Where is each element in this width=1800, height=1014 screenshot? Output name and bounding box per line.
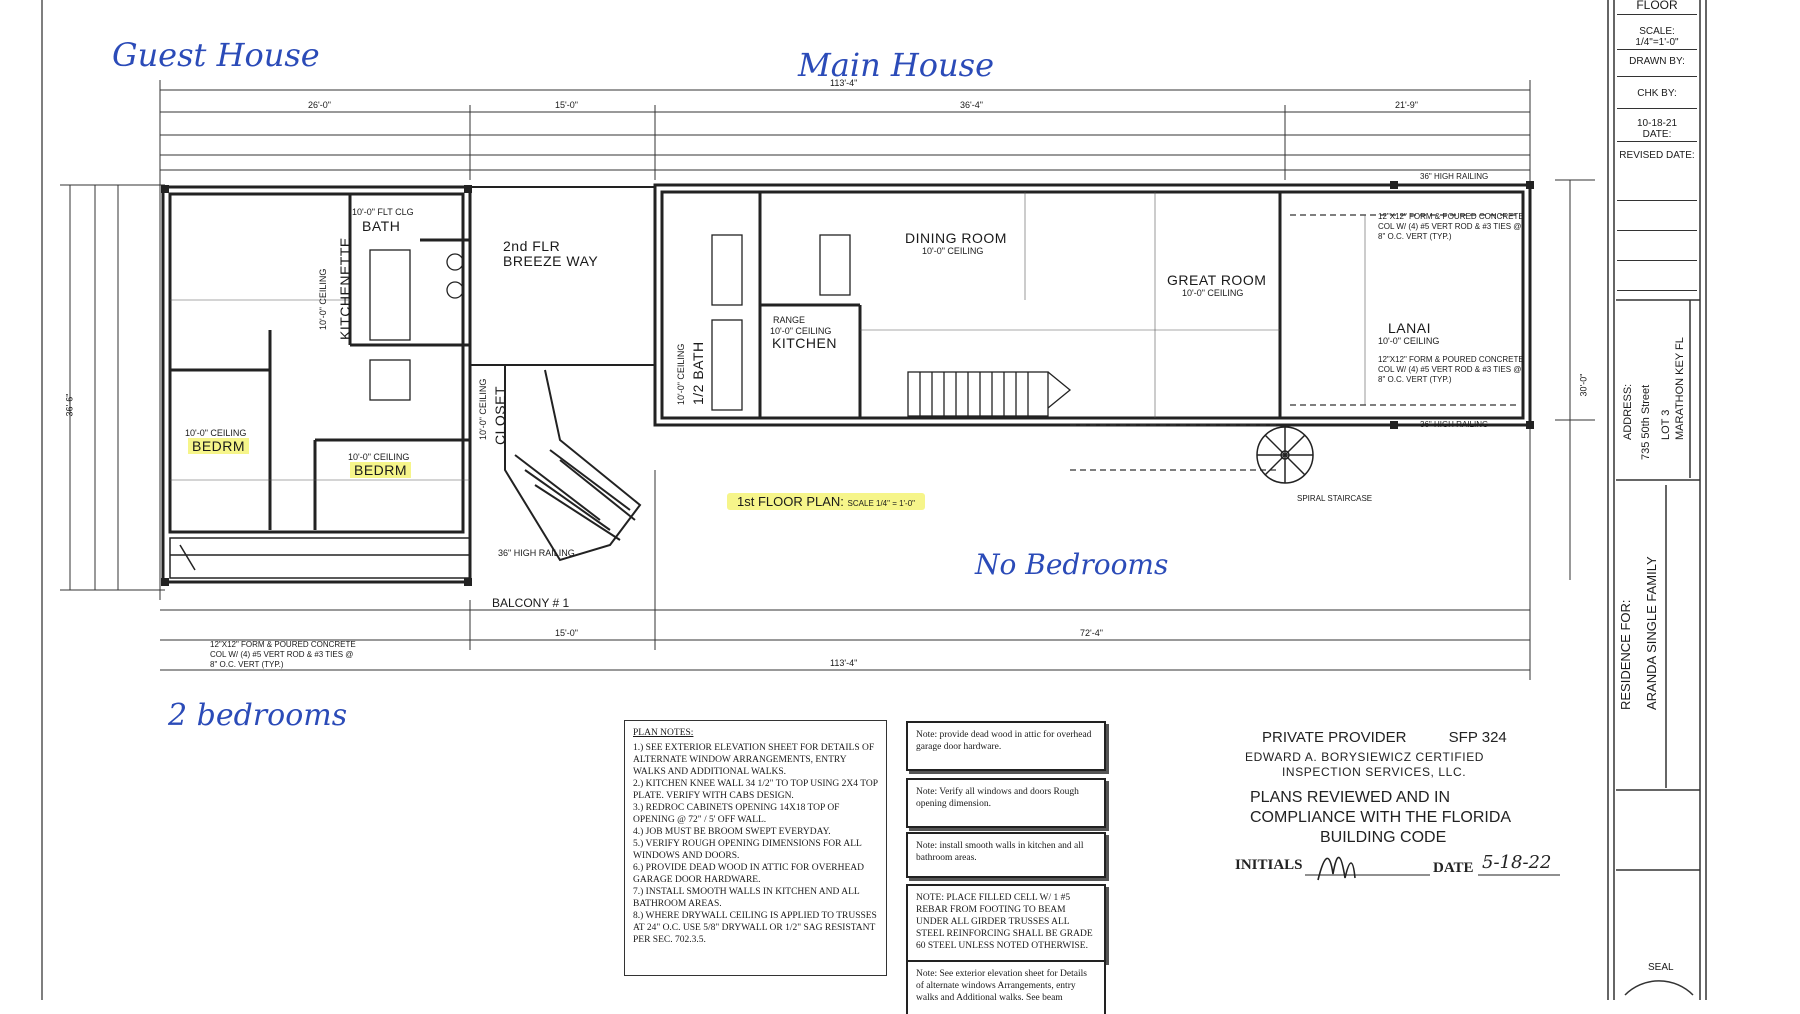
lanai-label: LANAI [1388, 320, 1431, 336]
kitchenette-ceiling: 10'-0" CEILING [318, 268, 328, 330]
kitchen-ceiling: 10'-0" CEILING [770, 326, 832, 336]
guest-house-label: Guest House [112, 36, 320, 74]
plan-notes-title: PLAN NOTES: [633, 728, 694, 738]
stamp-line3: INSPECTION SERVICES, LLC. [1282, 765, 1467, 779]
note-box-1: Note: provide dead wood in attic for ove… [906, 721, 1106, 771]
tb-revised-row3 [1617, 230, 1697, 261]
great-room-ceiling: 10'-0" CEILING [1182, 288, 1244, 298]
dim-breezeway-bottom: 15'-0" [555, 628, 578, 638]
tb-address-line2: LOT 3 [1660, 409, 1672, 440]
half-bath-label: 1/2 BATH [690, 341, 706, 405]
stamp-line5: COMPLIANCE WITH THE FLORIDA [1250, 809, 1512, 826]
main-house-label: Main House [798, 46, 994, 84]
kitchen-label: KITCHEN [772, 335, 837, 351]
bedrm2-text: BEDRM [350, 462, 412, 478]
tb-revised-row4 [1617, 260, 1697, 291]
balcony-label: BALCONY # 1 [492, 596, 570, 610]
spiral-staircase-label: SPIRAL STAIRCASE [1297, 494, 1373, 503]
closet-ceiling: 10'-0" CEILING [478, 378, 488, 440]
floor-plan-title: 1st FLOOR PLAN: SCALE 1/4" = 1'-0" [727, 493, 926, 510]
tb-scale-value: 1/4"=1'-0" [1617, 37, 1697, 50]
plan-note-5: 5.) VERIFY ROUGH OPENING DIMENSIONS FOR … [633, 839, 862, 861]
stamp-line2: EDWARD A. BORYSIEWICZ CERTIFIED [1245, 750, 1485, 764]
note-box-2: Note: Verify all windows and doors Rough… [906, 778, 1106, 828]
tb-scale-label: SCALE: [1639, 26, 1675, 37]
tb-drawn-label: DRAWN BY: [1617, 56, 1697, 77]
plan-notes-box: PLAN NOTES: 1.) SEE EXTERIOR ELEVATION S… [624, 720, 887, 976]
breezeway-label: 2nd FLR BREEZE WAY [503, 238, 599, 269]
tb-address-label: ADDRESS: [1622, 383, 1634, 440]
stamp-line1: PRIVATE PROVIDER SFP 324 [1262, 729, 1507, 746]
tb-seal: SEAL [1648, 962, 1674, 973]
note-box-4: NOTE: PLACE FILLED CELL W/ 1 #5 REBAR FR… [906, 884, 1106, 962]
plan-note-4: 4.) JOB MUST BE BROOM SWEPT EVERYDAY. [633, 827, 831, 837]
tb-date-label: DATE: [1617, 129, 1697, 142]
plan-note-3: 3.) REDROC CABINETS OPENING 14X18 TOP OF… [633, 803, 840, 825]
stamp-date-value: 5-18-22 [1482, 852, 1552, 873]
dining-ceiling: 10'-0" CEILING [922, 246, 984, 256]
note-box-3: Note: install smooth walls in kitchen an… [906, 832, 1106, 878]
tb-chk-label: CHK BY: [1617, 88, 1697, 109]
bath-label: BATH [362, 218, 401, 234]
bedrm1-ceiling: 10'-0" CEILING [185, 428, 247, 438]
floor-plan-title-text: 1st FLOOR PLAN: [737, 494, 844, 509]
stamp-line6: BUILDING CODE [1320, 829, 1447, 846]
railing-front: 36" HIGH RAILING [1420, 172, 1489, 181]
tb-date-value: 10-18-21 [1636, 118, 1678, 129]
plan-note-1: 1.) SEE EXTERIOR ELEVATION SHEET FOR DET… [633, 743, 875, 777]
railing-balcony: 36" HIGH RAILING [498, 548, 575, 558]
stamp-private-provider: PRIVATE PROVIDER [1262, 729, 1407, 746]
tb-revised-label: REVISED DATE: [1619, 150, 1695, 161]
column-note-lanai-bottom: 12"X12" FORM & POURED CONCRETE COL W/ (4… [1378, 355, 1524, 384]
two-bedrooms-label: 2 bedrooms [168, 698, 348, 733]
bath-ceiling: 10'-0" FLT CLG [352, 207, 414, 217]
tb-address-line1: 735 50th Street [1640, 384, 1652, 460]
dim-main-depth: 30'-0" [1578, 373, 1589, 397]
dim-overall-top: 113'-4" [830, 78, 858, 88]
bedrm1-label: BEDRM [188, 438, 250, 454]
dim-overall-bottom: 113'-4" [830, 658, 858, 668]
no-bedrooms-label: No Bedrooms [975, 548, 1169, 581]
range-label: RANGE [773, 315, 806, 325]
bedrm2-label: BEDRM [350, 462, 412, 478]
tb-floor: FLOOR [1617, 0, 1697, 15]
dim-main-c: 72'-4" [1080, 628, 1103, 638]
dining-label: DINING ROOM [905, 230, 1007, 246]
tb-residence-line1: ARANDA SINGLE FAMILY [1644, 556, 1659, 710]
stamp-sfp: SFP 324 [1448, 729, 1507, 746]
floor-plan-scale: SCALE 1/4" = 1'-0" [847, 499, 916, 508]
tb-revised-row1 [1617, 170, 1697, 201]
lanai-ceiling: 10'-0" CEILING [1378, 336, 1440, 346]
plan-note-8: 8.) WHERE DRYWALL CEILING IS APPLIED TO … [633, 911, 877, 945]
great-room-label: GREAT ROOM [1167, 272, 1267, 288]
tb-residence-label: RESIDENCE FOR: [1618, 599, 1633, 710]
tb-revised-row2 [1617, 200, 1697, 231]
plan-note-7: 7.) INSTALL SMOOTH WALLS IN KITCHEN AND … [633, 887, 860, 909]
tb-address-line3: MARATHON KEY FL [1674, 337, 1686, 440]
stamp-line4: PLANS REVIEWED AND IN [1250, 789, 1451, 806]
stamp-initials-label: INITIALS [1235, 857, 1303, 873]
dim-breezeway-width: 15'-0" [555, 100, 578, 110]
dim-main-a: 36'-4" [960, 100, 983, 110]
stamp-date-label: DATE [1433, 860, 1474, 876]
dim-guest-depth: 36'-6" [64, 393, 75, 417]
closet-label: CLOSET [492, 385, 508, 445]
plan-note-6: 6.) PROVIDE DEAD WOOD IN ATTIC FOR OVERH… [633, 863, 864, 885]
dim-guest-width: 26'-0" [308, 100, 331, 110]
kitchenette-label: KITCHENETTE [337, 237, 353, 340]
column-note-guest: 12"X12" FORM & POURED CONCRETE COL W/ (4… [210, 640, 356, 669]
dim-main-b: 21'-9" [1395, 100, 1418, 110]
half-bath-ceiling: 10'-0" CEILING [676, 343, 686, 405]
railing-rear: 36" HIGH RAILING [1420, 420, 1489, 429]
plan-note-2: 2.) KITCHEN KNEE WALL 34 1/2" TO TOP USI… [633, 779, 878, 801]
bedrm1-text: BEDRM [188, 438, 250, 454]
bedrm2-ceiling: 10'-0" CEILING [348, 452, 410, 462]
note-box-5: Note: See exterior elevation sheet for D… [906, 960, 1106, 1014]
column-note-lanai-top: 12"X12" FORM & POURED CONCRETE COL W/ (4… [1378, 212, 1524, 241]
